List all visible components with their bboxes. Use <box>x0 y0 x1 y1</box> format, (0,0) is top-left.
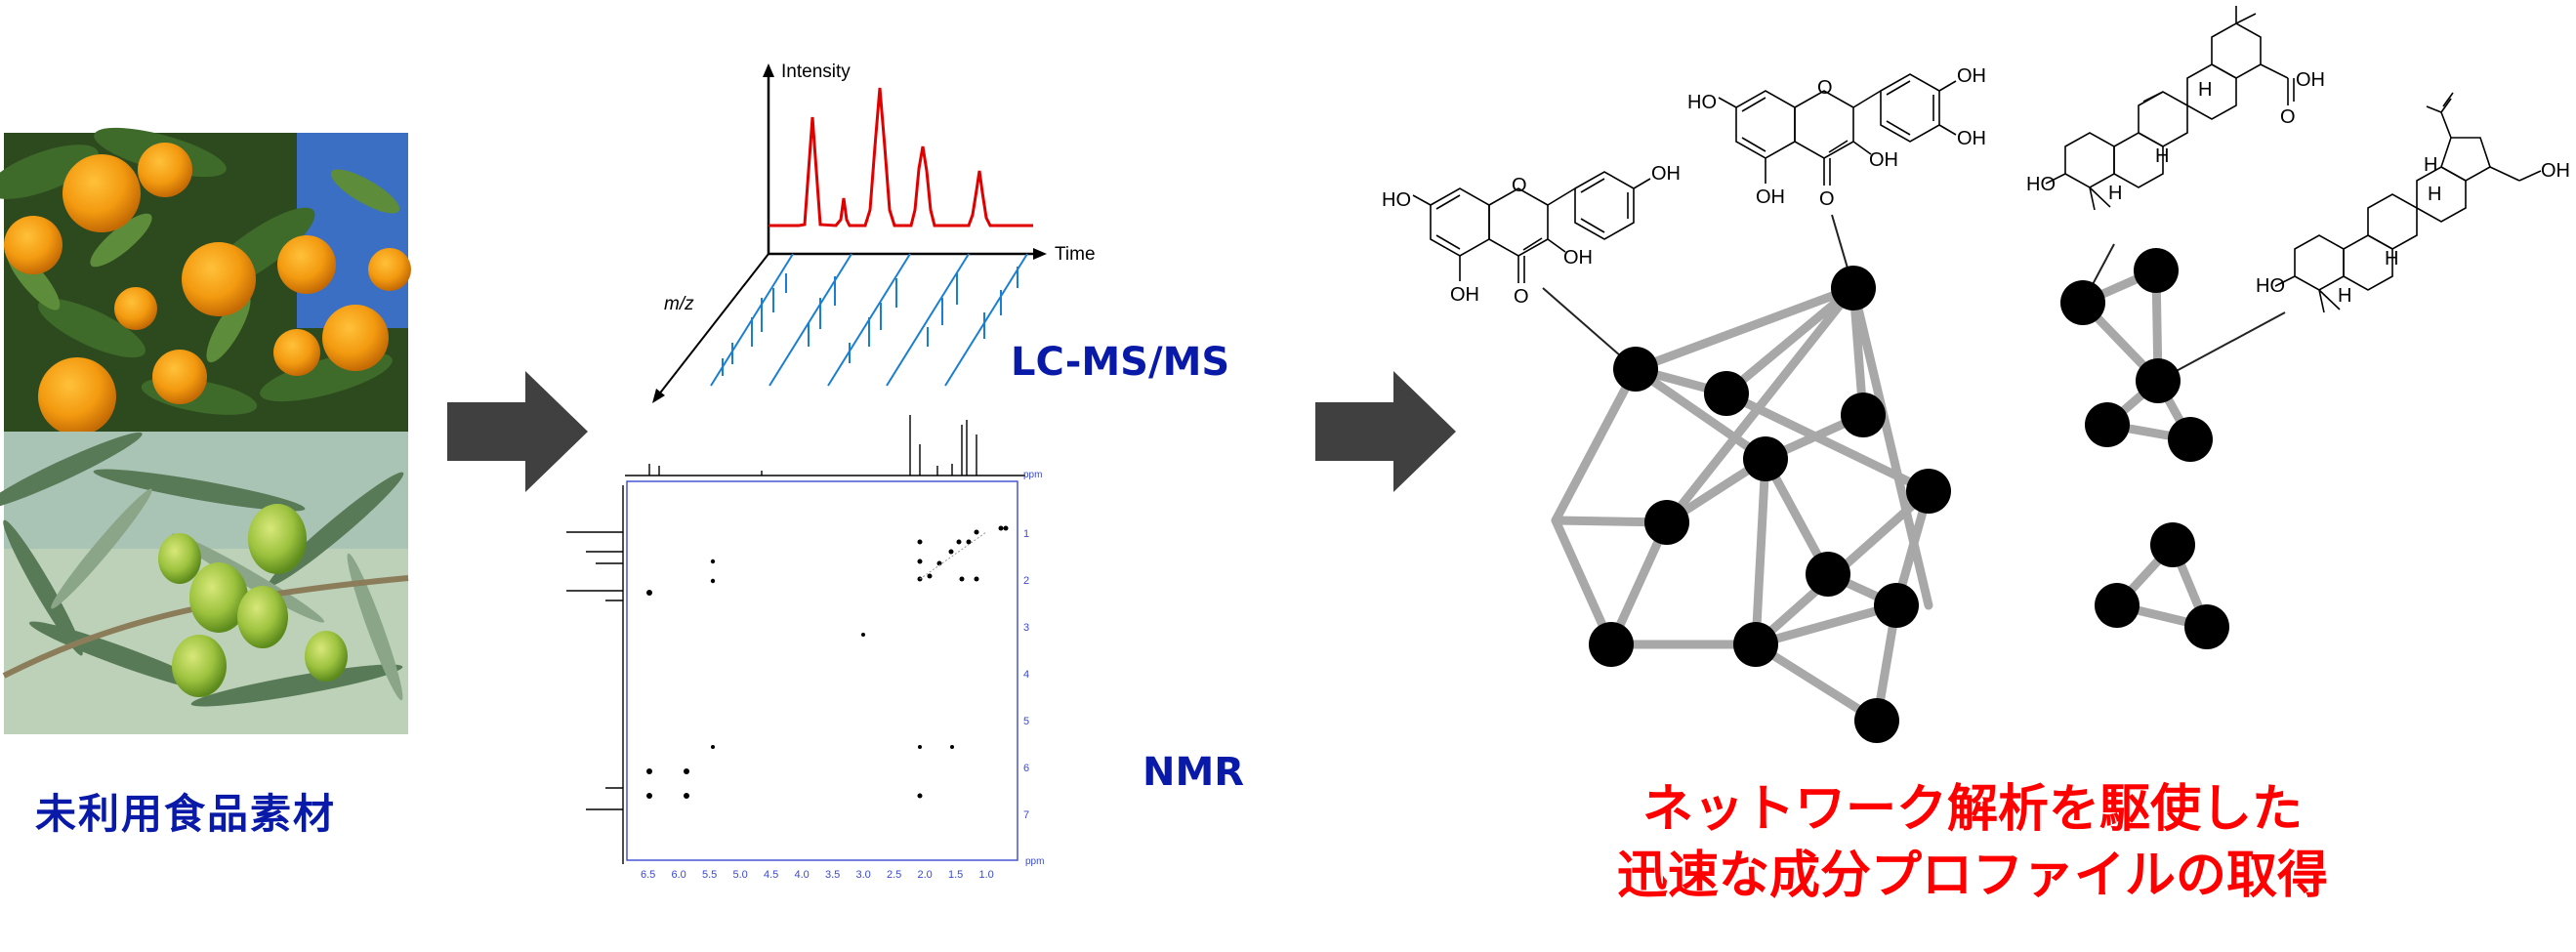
oleanolic-acid-structure: HO H H H O OH <box>2026 6 2325 211</box>
kaempferol-structure: HO OH OH OH O O <box>1382 163 1681 308</box>
nmr-x-tick: 5.0 <box>733 869 748 881</box>
network-graph <box>1542 214 2286 743</box>
nmr-x-tick: 6.0 <box>672 869 686 881</box>
nmr-x-tick: 5.5 <box>702 869 717 881</box>
nmr-x-tick: 4.0 <box>795 869 810 881</box>
kaempferol-label-oh2: OH <box>1563 247 1593 269</box>
nmr-x-tick: 2.0 <box>918 869 933 881</box>
oleanolic-label-h1: H <box>2108 183 2122 204</box>
betulin-label-h1: H <box>2338 285 2351 307</box>
quercetin-label-oh3: OH <box>1869 149 1898 171</box>
arrow-right-icon <box>447 371 588 492</box>
nmr-x-tick: 2.5 <box>887 869 901 881</box>
betulin-label-ho: HO <box>2256 275 2285 297</box>
result-caption-line1: ネットワーク解析を駆使した <box>1641 780 2303 839</box>
nmr-y-tick: 2 <box>1023 575 1029 587</box>
result-caption: ネットワーク解析を駆使した 迅速な成分プロファイルの取得 <box>1504 776 2441 909</box>
ms-3d-plot: Intensity Time m/z <box>652 62 1096 403</box>
oleanolic-label-h2: H <box>2155 145 2169 167</box>
mandarin-orange-photo <box>0 127 411 435</box>
kaempferol-label-oh1: OH <box>1651 163 1681 185</box>
nmr-y-tick: 3 <box>1023 622 1029 634</box>
nmr-x-tick: 6.5 <box>641 869 655 881</box>
nmr-x-tick: 1.0 <box>979 869 994 881</box>
olive-branch-photo <box>0 432 409 734</box>
oleanolic-label-o: O <box>2280 106 2296 128</box>
betulin-label-oh: OH <box>2541 160 2570 182</box>
betulin-label-h2: H <box>2385 248 2398 269</box>
kaempferol-label-o2: O <box>1514 286 1529 308</box>
nmr-x-tick: 3.0 <box>856 869 871 881</box>
nmr-2d-spectrum: ppm ppm 6.5 6.0 5.5 5.0 4.5 4.0 3.5 3.0 2.5 2.0 1.… <box>566 415 1044 881</box>
arrow-right-icon-2 <box>1315 371 1456 492</box>
left-caption: 未利用食品素材 <box>35 790 337 838</box>
result-caption-line2: 迅速な成分プロファイルの取得 <box>1616 847 2328 905</box>
nmr-y-tick: 7 <box>1023 809 1029 821</box>
nmr-y-tick: 1 <box>1023 528 1029 540</box>
nmr-y-tick: 4 <box>1023 669 1029 681</box>
oleanolic-label-h3: H <box>2198 79 2212 101</box>
nmr-unit-bottom: ppm <box>1025 856 1044 867</box>
quercetin-label-oh4: OH <box>1756 186 1785 208</box>
nmr-label: NMR <box>1143 750 1245 795</box>
quercetin-label-oh1: OH <box>1957 65 1986 87</box>
nmr-x-tick: 3.5 <box>825 869 840 881</box>
oleanolic-label-ho: HO <box>2026 174 2056 195</box>
betulin-label-h3: H <box>2428 184 2441 205</box>
nmr-y-tick: 5 <box>1023 716 1029 727</box>
quercetin-label-ho: HO <box>1687 92 1717 113</box>
lcmsms-label: LC-MS/MS <box>1011 340 1230 385</box>
kaempferol-label-o1: O <box>1512 175 1527 196</box>
nmr-y-tick: 6 <box>1023 763 1029 774</box>
kaempferol-label-ho: HO <box>1382 189 1411 211</box>
ms-x-axis-label: Time <box>1055 244 1096 265</box>
betulin-structure: HO H H H H OH <box>2256 92 2570 313</box>
quercetin-structure: HO OH OH OH OH O O <box>1687 65 1986 210</box>
quercetin-label-o2: O <box>1819 188 1835 210</box>
betulin-label-h4: H <box>2424 154 2437 176</box>
ms-z-axis-label: m/z <box>664 294 694 314</box>
quercetin-label-oh2: OH <box>1957 128 1986 149</box>
nmr-x-tick: 4.5 <box>764 869 778 881</box>
ms-y-axis-label: Intensity <box>781 62 851 82</box>
nmr-x-tick: 1.5 <box>948 869 963 881</box>
nmr-unit-top: ppm <box>1023 470 1042 480</box>
oleanolic-label-oh: OH <box>2296 69 2325 91</box>
quercetin-label-o1: O <box>1817 77 1833 99</box>
kaempferol-label-oh3: OH <box>1450 284 1479 306</box>
